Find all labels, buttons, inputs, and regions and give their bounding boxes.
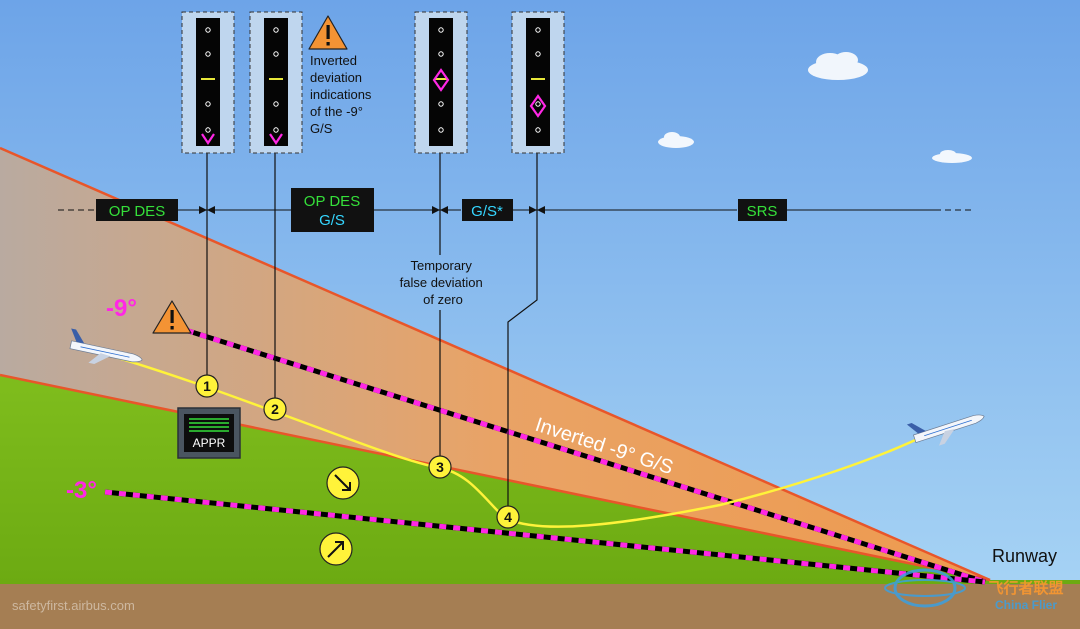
point-1: 1 — [195, 374, 219, 398]
runway-label: Runway — [992, 546, 1057, 566]
deviation-scale-4 — [511, 11, 565, 154]
warning-icon-9deg — [152, 300, 192, 334]
descending-arrow-icon — [326, 466, 360, 500]
svg-text:APPR: APPR — [193, 436, 226, 450]
inverted-deviation-note: Inverted deviation indications of the -9… — [310, 53, 375, 136]
ascending-arrow-icon — [319, 532, 353, 566]
fma-timeline — [58, 203, 975, 217]
clouds — [658, 52, 972, 163]
deviation-scale-2 — [249, 11, 303, 154]
svg-text:SRS: SRS — [747, 203, 778, 220]
glide-slope-3deg-line — [104, 489, 986, 585]
watermark-logo: 飞行者联盟 China Flier — [884, 568, 1064, 612]
svg-text:1: 1 — [203, 378, 211, 394]
ground — [0, 584, 1080, 629]
flight-path — [107, 353, 931, 528]
warning-icon — [308, 15, 348, 50]
svg-text:3: 3 — [436, 459, 444, 475]
point-2: 2 — [263, 397, 287, 421]
mode-op-des-gs: OP DES G/S — [291, 188, 374, 232]
svg-text:2: 2 — [271, 401, 279, 417]
angle-label-3: -3° — [66, 477, 97, 504]
svg-text:China Flier: China Flier — [995, 598, 1057, 612]
point-3: 3 — [428, 455, 452, 479]
svg-text:4: 4 — [504, 509, 512, 525]
inverted-glide-slope-line — [159, 319, 986, 585]
deviation-scale-3 — [414, 11, 468, 154]
svg-text:G/S: G/S — [319, 212, 345, 229]
svg-text:G/S*: G/S* — [471, 203, 503, 220]
point-4: 4 — [496, 505, 520, 529]
angle-label-9: -9° — [106, 295, 137, 322]
mode-op-des: OP DES — [96, 199, 178, 221]
source-credit: safetyfirst.airbus.com — [12, 598, 135, 613]
svg-text:OP DES: OP DES — [109, 203, 165, 220]
temporary-deviation-note: Temporary false deviation of zero — [400, 258, 487, 307]
svg-text:飞行者联盟: 飞行者联盟 — [988, 579, 1063, 597]
deviation-scale-1 — [181, 11, 235, 154]
appr-indicator: APPR — [177, 407, 241, 459]
aircraft-approach — [69, 328, 143, 365]
green-zone — [0, 375, 1080, 586]
aircraft-go-around — [906, 414, 985, 446]
mode-gs-star: G/S* — [462, 199, 513, 221]
mode-srs: SRS — [738, 199, 787, 221]
svg-text:OP DES: OP DES — [304, 193, 360, 210]
